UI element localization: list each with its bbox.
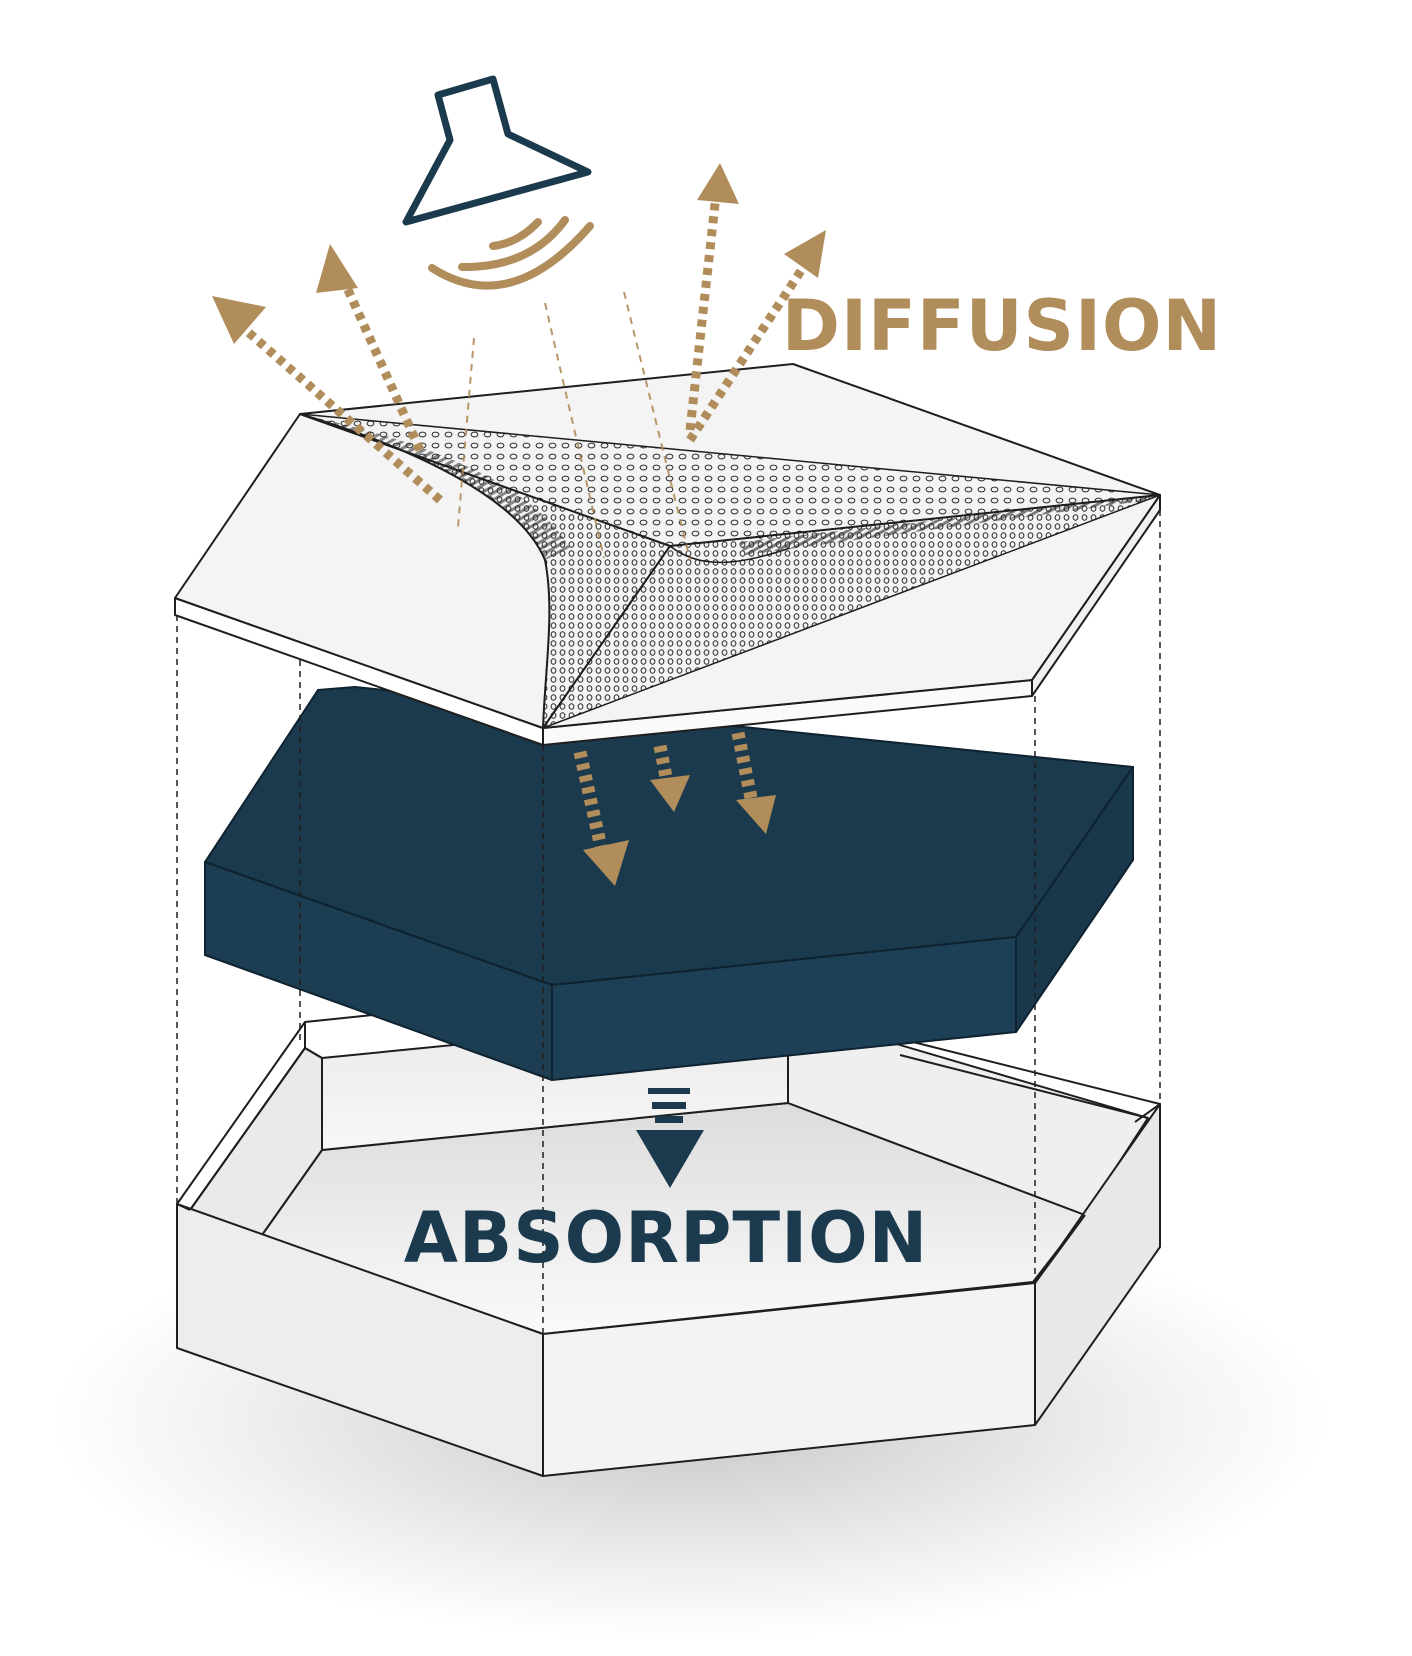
arrowhead — [784, 230, 826, 278]
assembly-guide-lines — [176, 510, 1161, 1334]
arrowhead — [212, 296, 266, 344]
absorb-arrow-icon — [636, 1088, 704, 1188]
absorption-tray — [176, 971, 1161, 1477]
absorption-arrows — [573, 731, 776, 886]
diffuser-panel — [174, 363, 1161, 746]
tray-side-right — [1034, 1103, 1161, 1426]
arrowhead — [697, 163, 739, 204]
absorption-label: ABSORPTION — [404, 1197, 929, 1279]
diffusion-label: DIFFUSION — [782, 285, 1222, 367]
diffusion-arrows — [212, 163, 826, 561]
sound-waves-icon — [428, 216, 594, 290]
perforated-curve-shade — [300, 414, 570, 560]
foam-side-right — [1015, 766, 1134, 1033]
arrowhead — [316, 244, 358, 293]
speaker-icon — [402, 75, 592, 226]
absorption-foam-layer — [204, 686, 1134, 1081]
